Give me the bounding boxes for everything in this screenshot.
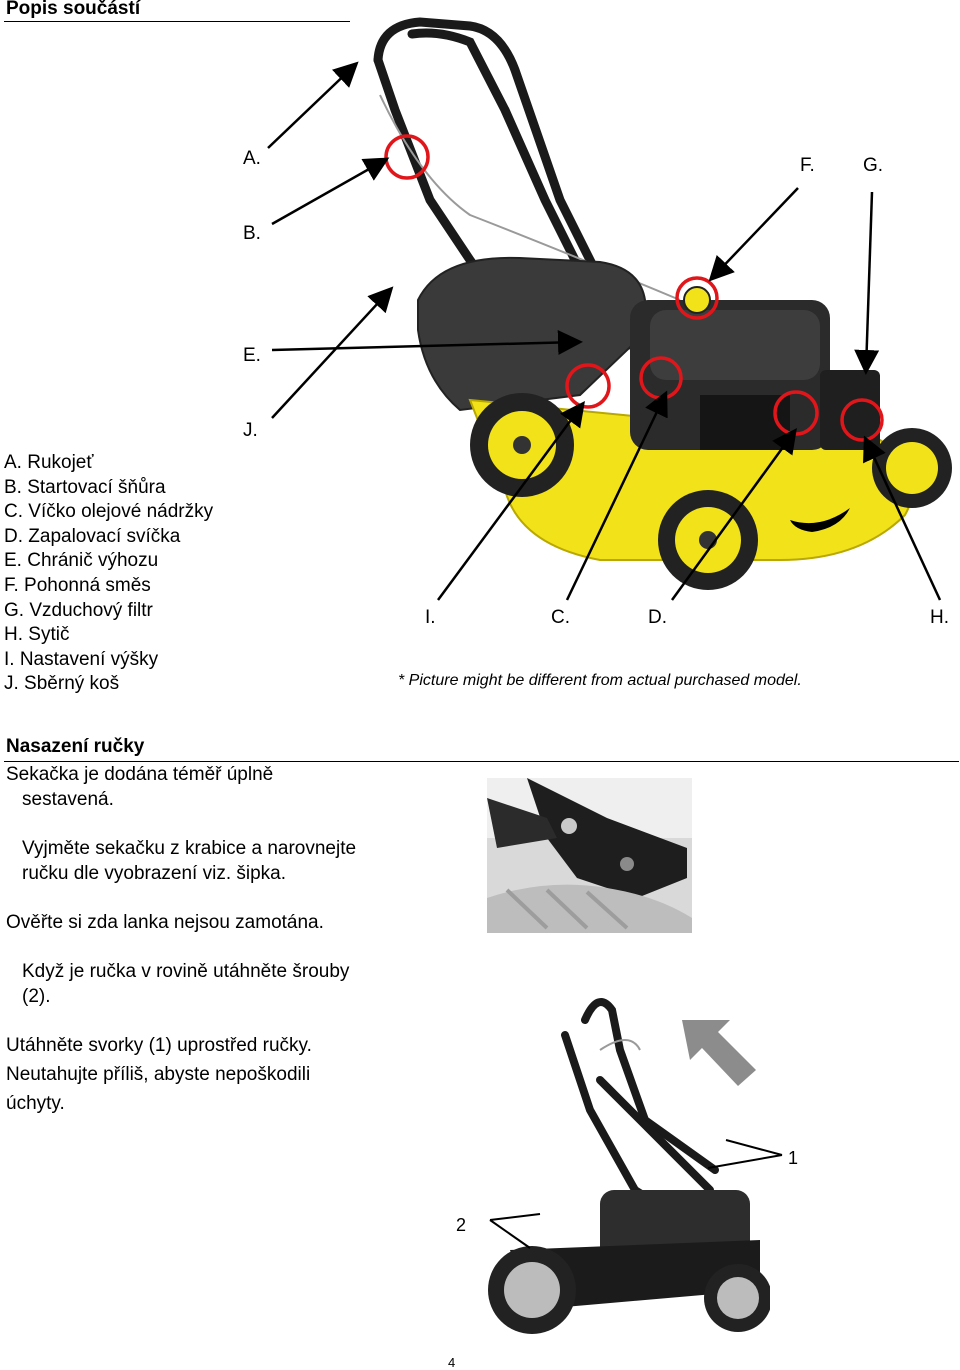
highlight-start-cable [384,134,430,180]
arrow-d [670,427,797,601]
mower-diagram [267,17,952,601]
callout-h: H. [930,607,949,628]
parts-list-item: I. Nastavení výšky [4,648,159,670]
parts-list-item: J. Sběrný koš [4,673,120,695]
mower-folded-diagram [488,998,770,1334]
arrow-h [863,435,942,601]
page-heading: Popis součástí [6,0,141,19]
highlight-air-filter [840,398,884,442]
callout-b: B. [243,223,261,244]
arrow-f [708,187,799,282]
direction-arrow-icon [682,1020,756,1086]
arrow-b [271,157,390,226]
arrow-c [565,390,668,601]
callout-a: A. [243,148,261,169]
page-number: 4 [448,1355,456,1370]
section-heading: Nasazení ručky [6,736,145,757]
oil-cap [683,286,711,314]
instruction-text: Utáhněte svorky (1) uprostřed ručky. [6,1035,312,1056]
parts-list-item: F. Pohonná směs [4,574,151,596]
callout-c: C. [551,607,570,628]
heading-underline [4,21,350,22]
parts-list-item: H. Sytič [4,624,70,646]
engine-cover [650,310,820,380]
parts-list-item: B. Startovací šňůra [4,476,166,498]
parts-list-item: A. Rukojeť [4,452,94,473]
instruction-text: Sekačka je dodána téměř úplně [6,764,274,785]
instruction-text: sestavená. [22,789,114,810]
callout-d: D. [648,607,667,628]
arrow-g [854,191,880,375]
callout-j: J. [243,420,258,441]
instruction-text: Vyjměte sekačku z krabice a narovnejte [22,838,357,859]
callout-i: I. [425,607,436,628]
instruction-text: Když je ručka v rovině utáhněte šrouby [22,961,350,982]
callout-e: E. [243,345,261,366]
arrow-i [436,400,585,601]
section-underline [4,761,959,762]
front-left-wheel [658,490,758,590]
instruction-text: Ověřte si zda lanka nejsou zamotána. [6,912,324,933]
highlight-discharge [565,363,611,409]
arrow-e [271,330,583,356]
parts-list-item: E. Chránič výhozu [4,550,159,572]
grass-catcher [417,256,650,412]
instruction-text: (2). [22,986,51,1007]
label-one: 1 [788,1148,799,1168]
instruction-text: úchyty. [6,1093,65,1114]
arrow-a [267,61,359,149]
highlight-oil-cap [675,276,719,320]
parts-list-item: G. Vzduchový filtr [4,599,153,621]
rear-wheel [470,393,574,497]
label-two: 2 [456,1215,467,1235]
instruction-text: ručku dle vyobrazení viz. šipka. [22,863,287,884]
arrow-j [271,286,394,419]
air-filter [820,370,880,450]
front-right-wheel [872,428,952,508]
parts-list: A. Rukojeť B. Startovací šňůra C. Víčko … [4,451,213,697]
callout-f: F. [800,155,815,176]
parts-list-item: C. Víčko olejové nádržky [4,501,214,523]
deck-smile [790,508,850,532]
folded-rear-wheel [488,1246,576,1334]
bracket-photo [487,778,692,933]
instruction-text: Neutahujte příliš, abyste nepoškodili [6,1064,311,1085]
picture-disclaimer: * Picture might be different from actual… [398,672,802,689]
folded-front-wheel [704,1264,770,1332]
parts-list-item: D. Zapalovací svíčka [4,525,181,547]
callout-g: G. [863,155,884,176]
